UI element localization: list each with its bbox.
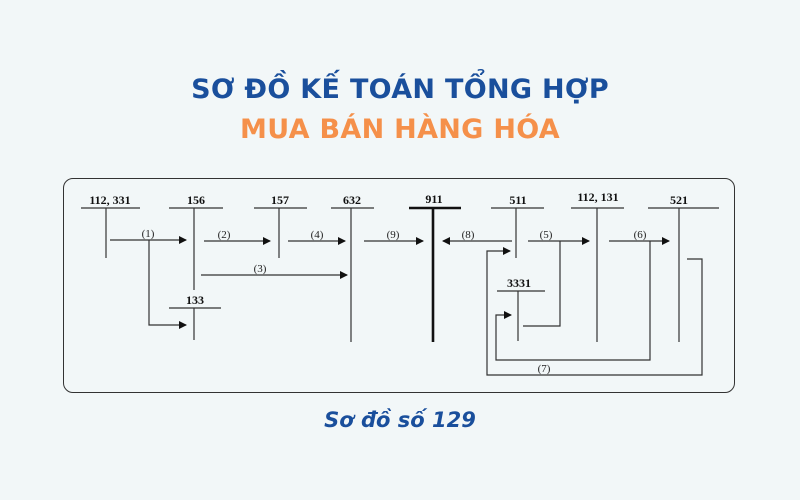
step-label-3: (3) <box>254 263 267 275</box>
step-label-5: (5) <box>540 229 553 241</box>
diagram-caption: Sơ đồ số 129 <box>324 408 476 432</box>
account-label-521: 521 <box>670 193 688 207</box>
step-label-2: (2) <box>218 229 231 241</box>
account-label-133: 133 <box>186 293 204 307</box>
account-label-3331: 3331 <box>507 276 531 290</box>
title-line-2: MUA BÁN HÀNG HÓA <box>240 114 560 145</box>
account-label-632: 632 <box>343 193 361 207</box>
account-label-112-331: 112, 331 <box>89 193 130 207</box>
title-line-1: SƠ ĐỒ KẾ TOÁN TỔNG HỢP <box>191 74 609 105</box>
account-label-911: 911 <box>425 192 442 206</box>
account-label-112-131: 112, 131 <box>577 190 618 204</box>
step-label-4: (4) <box>311 229 324 241</box>
step-label-6: (6) <box>634 229 647 241</box>
diagram-frame <box>63 178 735 393</box>
account-label-156: 156 <box>187 193 205 207</box>
account-label-157: 157 <box>271 193 289 207</box>
step-label-8: (8) <box>462 229 475 241</box>
step-label-1: (1) <box>142 228 155 240</box>
step-label-7: (7) <box>538 363 551 375</box>
account-label-511: 511 <box>509 193 526 207</box>
step-label-9: (9) <box>387 229 400 241</box>
